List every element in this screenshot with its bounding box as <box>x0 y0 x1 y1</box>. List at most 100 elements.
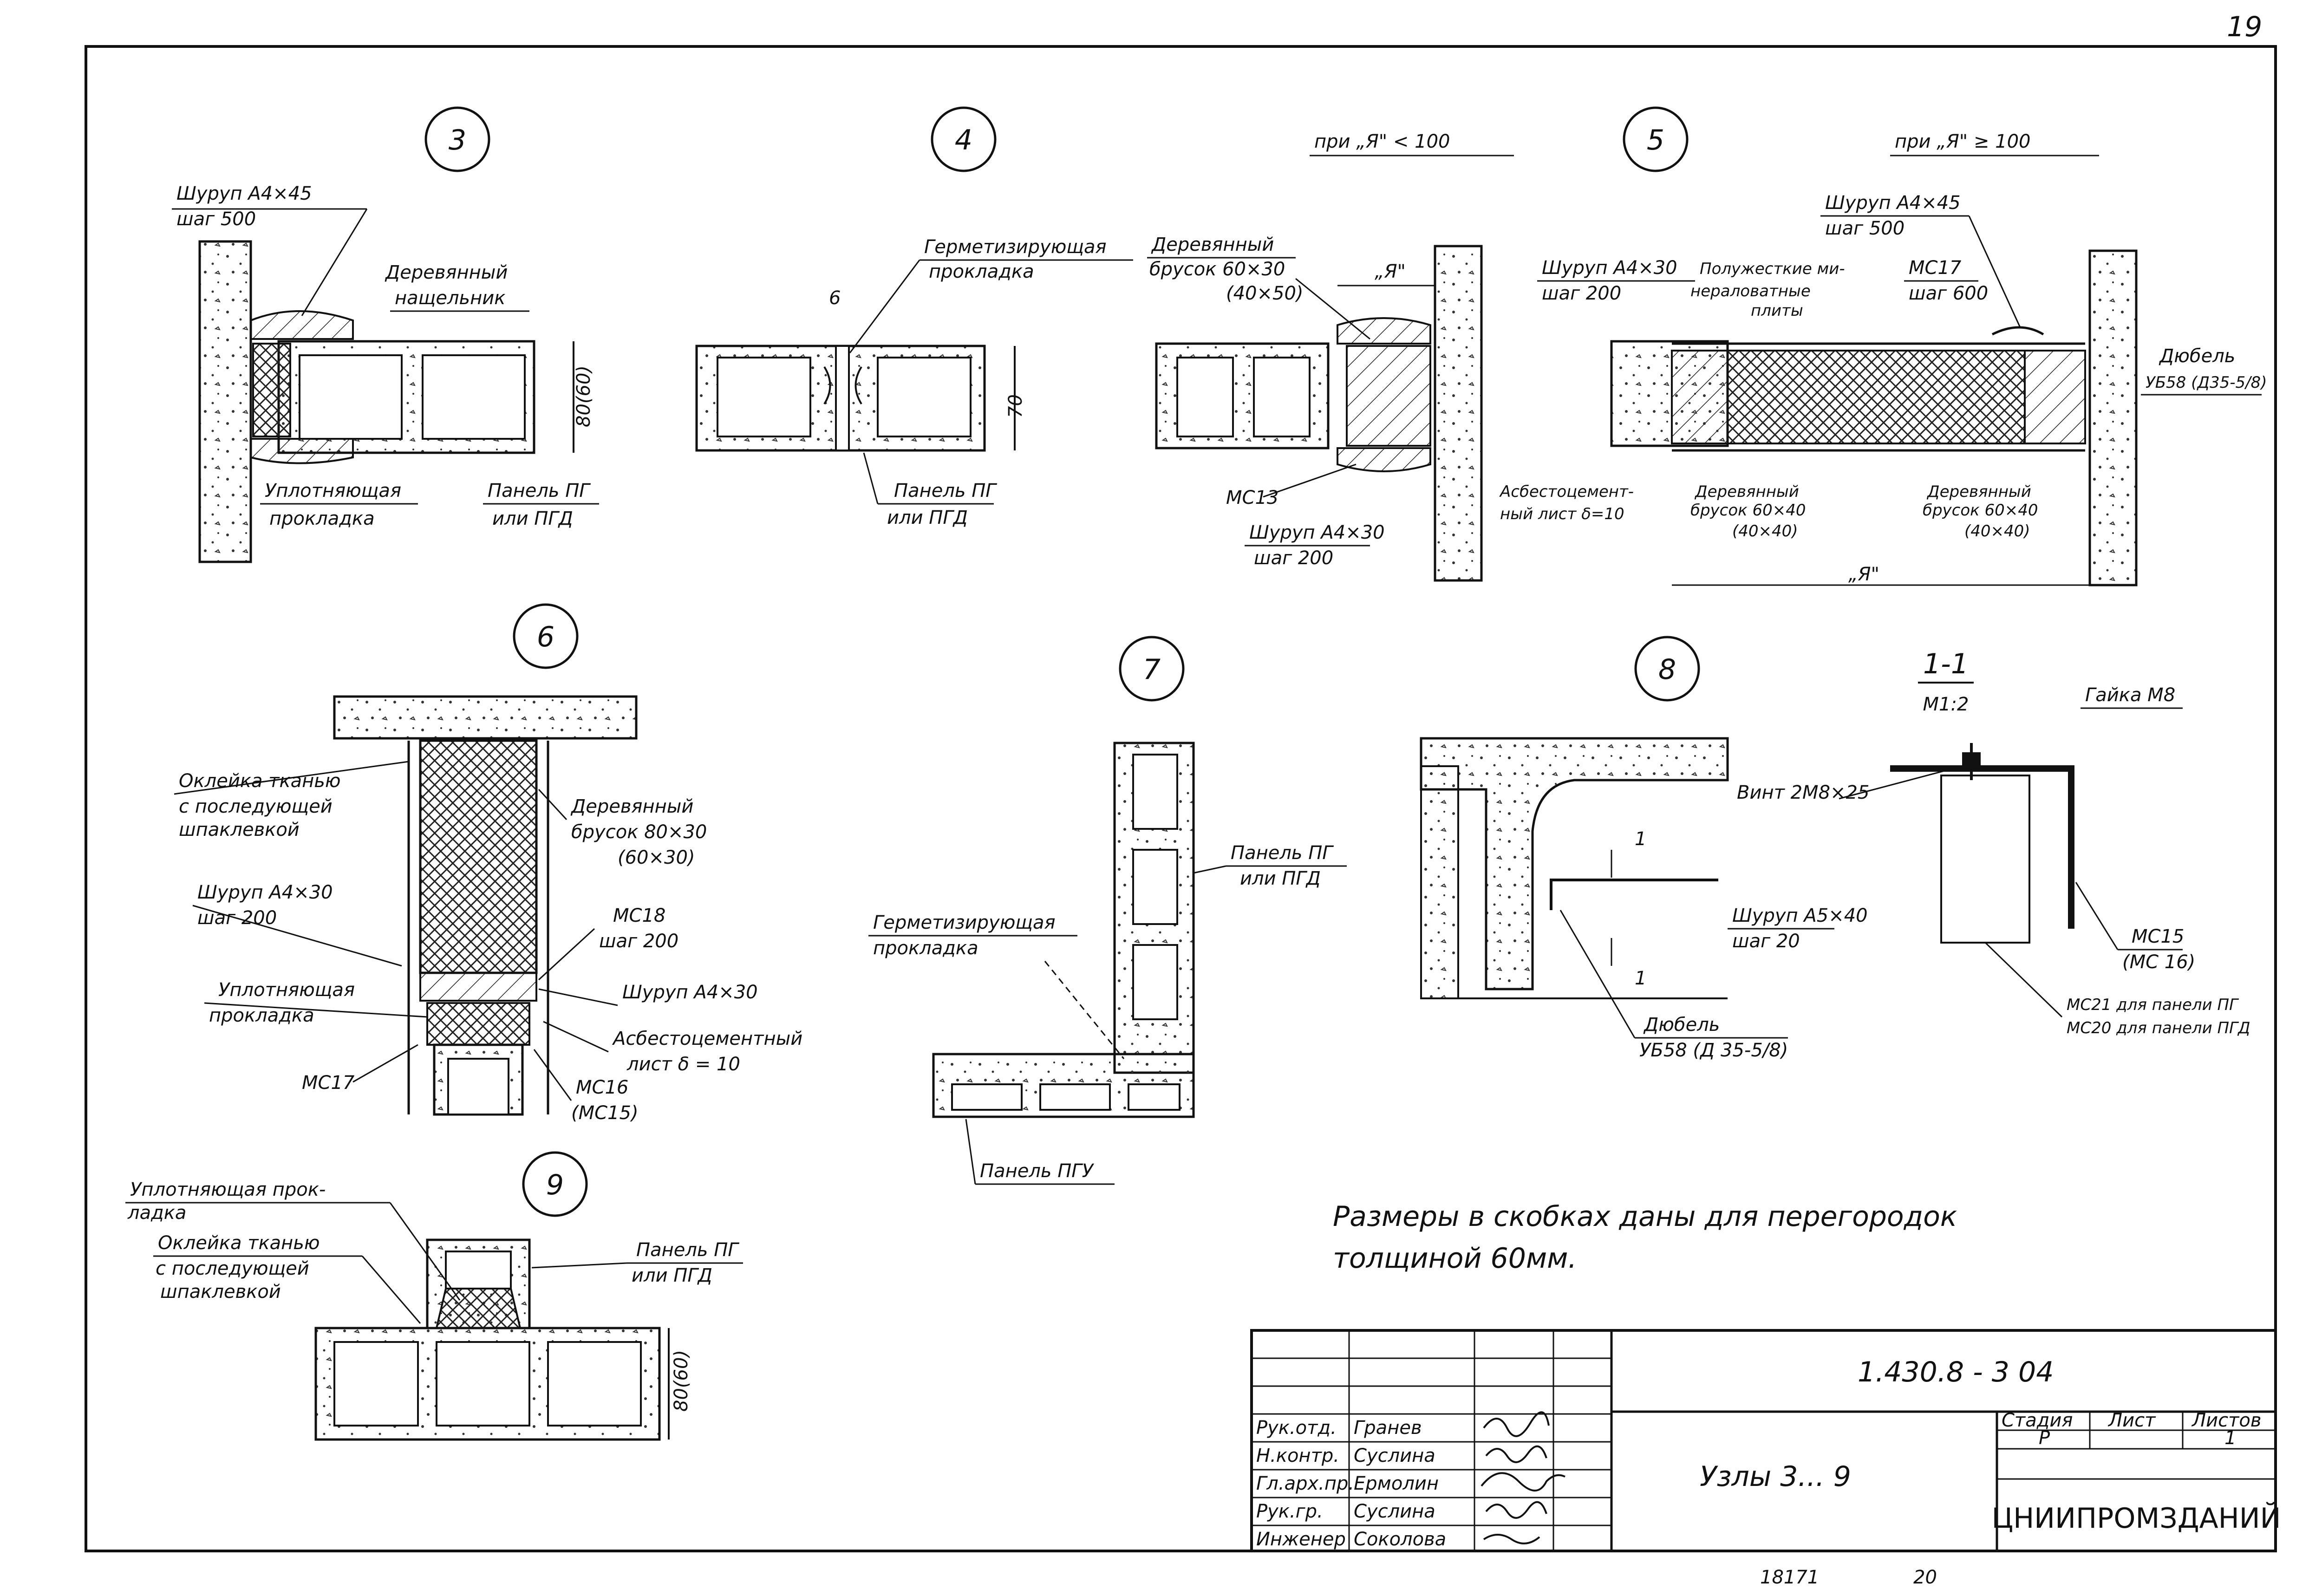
node-6-label: (60×30) <box>618 847 695 868</box>
node-5-label: МС13 <box>1226 487 1278 508</box>
node-6-label: МС18 <box>613 905 665 926</box>
tb-drawing-title: Узлы 3... 9 <box>1700 1460 1851 1493</box>
node-5-label: нераловатные <box>1690 282 1811 300</box>
node-5-label: Шуруп А4×30 <box>1542 257 1677 279</box>
node-9-label: с последующей <box>156 1258 309 1279</box>
node-4-label: или ПГД <box>887 507 968 528</box>
node-9: 9 Уплотняющая прок- ладка Оклейка тканью… <box>125 1151 743 1441</box>
node-3-label: Шуруп А4×45 <box>176 183 312 204</box>
node-9-dimension: 80(60) <box>671 1350 692 1412</box>
node-4-label: прокладка <box>929 261 1034 282</box>
node-3: 3 Шуруп А4×45 шаг 500 Деревянный нащельн… <box>172 106 599 563</box>
node-5-label: Шуруп А4×30 <box>1249 522 1385 543</box>
node-5-label: Дюбель <box>2159 345 2235 367</box>
node-5-label: (40×40) <box>1732 522 1798 541</box>
node-3-void <box>422 354 526 440</box>
node-3-label: Уплотняющая <box>265 480 401 502</box>
section-label: (МС 16) <box>2122 951 2195 973</box>
tb-role: Рук.отд. <box>1256 1417 1337 1439</box>
section-panel <box>1940 775 2030 944</box>
node-6-label: Деревянный <box>570 796 693 817</box>
node-8-concrete <box>1420 737 1729 990</box>
node-3-void <box>299 354 403 440</box>
sheet-number: 19 <box>2227 11 2262 43</box>
node-8: 8 1 1 Шуруп А5×40 шаг 20 Дюбель УБ58 (Д … <box>1420 636 1868 1061</box>
tb-role: Рук.гр. <box>1256 1501 1323 1522</box>
node-5-label: ный лист δ=10 <box>1500 505 1624 523</box>
node-3-wall <box>198 240 252 563</box>
node-3-number: 3 <box>449 124 466 156</box>
node-5b-batten <box>1671 350 1728 444</box>
node-5-label: шаг 500 <box>1825 218 1905 239</box>
node-5-label: шаг 600 <box>1909 283 1988 304</box>
tb-name: Суслина <box>1354 1501 1435 1522</box>
node-5b-batten <box>2024 350 2086 444</box>
node-7-label: Панель ПГ <box>1231 842 1334 864</box>
tb-sheets-label: Листов <box>2191 1410 2261 1431</box>
section-label: МС15 <box>2132 926 2184 947</box>
node-7-label: Панель ПГУ <box>980 1160 1095 1182</box>
node-6-label: Уплотняющая <box>218 979 355 1001</box>
section-bracket <box>1890 765 2074 929</box>
node-4-gap-dimension: 6 <box>829 287 841 309</box>
node-5-label: шаг 200 <box>1542 283 1621 304</box>
node-6-label: шпаклевкой <box>179 819 300 840</box>
tb-sheets-value: 1 <box>2224 1427 2236 1449</box>
node-6-label: Асбестоцементный <box>612 1028 802 1049</box>
node-6-label: шаг 200 <box>599 931 678 952</box>
node-9-label: ладка <box>127 1202 186 1224</box>
node-6-seal <box>426 1002 530 1046</box>
node-8-section-mark: 1 <box>1635 968 1646 989</box>
node-9-number: 9 <box>546 1169 564 1201</box>
node-7: 7 Панель ПГ или ПГД Герметизирующая прок… <box>868 636 1347 1185</box>
node-6-number: 6 <box>537 621 554 653</box>
node-8-section-mark: 1 <box>1635 828 1646 850</box>
title-block: Рук.отд. Гранев Н.контр. Суслина Гл.арх.… <box>1250 1329 2281 1552</box>
node-3-label: прокладка <box>269 508 375 529</box>
node-5-label: Полужесткие ми- <box>1700 260 1845 278</box>
node-7-label: прокладка <box>873 938 978 959</box>
node-9-seal <box>435 1288 522 1329</box>
tb-name: Ермолин <box>1354 1473 1439 1494</box>
node-8-number: 8 <box>1658 653 1676 686</box>
sheet-frame <box>85 45 2277 1552</box>
node-6-label: брусок 80×30 <box>571 821 707 843</box>
tb-document-code: 1.430.8 - 3 04 <box>1858 1356 2054 1388</box>
node-8-label: Шуруп А5×40 <box>1732 905 1868 926</box>
tb-stage-label: Стадия <box>2002 1410 2073 1431</box>
node-9-label: Оклейка тканью <box>158 1232 320 1254</box>
section-title: 1-1 <box>1923 648 1969 680</box>
node-5a-wall <box>1434 245 1483 582</box>
node-6-marker <box>513 603 579 669</box>
node-6: 6 Оклейка тканью с последующей шпаклевко… <box>174 603 802 1124</box>
node-4: 4 Герметизирующая прокладка 6 Панель ПГ … <box>695 106 1133 528</box>
node-5b-wall <box>2088 249 2138 586</box>
node-3-label: Панель ПГ <box>488 480 591 502</box>
node-6-label: лист δ = 10 <box>626 1054 740 1075</box>
node-6-batten <box>419 739 538 974</box>
node-4-label: Панель ПГ <box>894 480 997 502</box>
node-8-label: УБ58 (Д 35-5/8) <box>1639 1040 1788 1061</box>
node-4-number: 4 <box>955 124 972 156</box>
node-5-label: Деревянный <box>1151 234 1274 255</box>
node-7-label: Герметизирующая <box>873 912 1056 933</box>
tb-name: Суслина <box>1354 1445 1435 1466</box>
node-6-slab <box>333 695 638 740</box>
section-label: Гайка М8 <box>2085 684 2175 706</box>
section-label: МС20 для панели ПГД <box>2067 1019 2250 1037</box>
tb-role: Н.контр. <box>1256 1445 1339 1466</box>
node-9-label: Уплотняющая прок- <box>130 1179 326 1200</box>
node-5-label: брусок 60×40 <box>1923 501 2038 520</box>
node-8-label: Дюбель <box>1643 1014 1720 1036</box>
node-5-a-dimension: „Я" <box>1848 564 1879 585</box>
node-4-gap <box>835 345 850 451</box>
node-5-label: (40×50) <box>1226 283 1304 304</box>
node-5-label: Деревянный <box>1694 482 1799 501</box>
node-5-label: Асбестоцемент- <box>1499 482 1634 501</box>
tb-organization: ЦНИИПРОМЗДАНИЙ <box>1991 1501 2281 1535</box>
node-6-label: МС17 <box>302 1072 355 1094</box>
node-5-condition: при „Я" < 100 <box>1314 131 1450 152</box>
node-5a-batten <box>1346 345 1431 447</box>
section-label: МС21 для панели ПГ <box>2067 996 2239 1014</box>
node-4-marker <box>931 106 997 172</box>
